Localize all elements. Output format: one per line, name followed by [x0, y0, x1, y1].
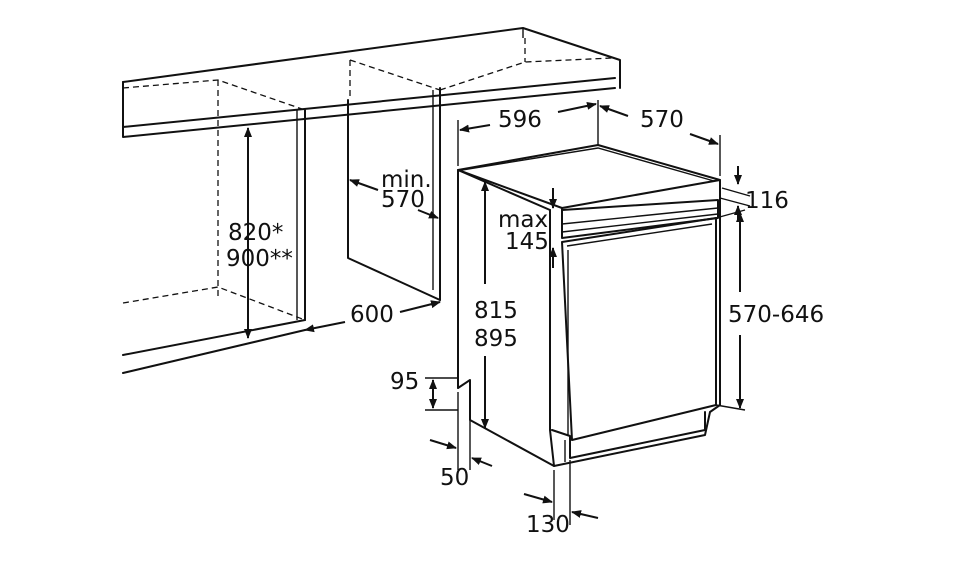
- label-foot-depth: 50: [440, 465, 469, 491]
- control-panel: [561, 199, 719, 239]
- plinth-base: [551, 411, 706, 462]
- label-plinth-depth: 130: [526, 512, 570, 538]
- label-width: 596: [498, 107, 542, 133]
- dimension-niche-depth: [349, 179, 439, 219]
- label-cabinet-height-1: 820*: [228, 220, 283, 246]
- label-height-2: 895: [474, 326, 518, 352]
- dimension-foot-height: [425, 377, 458, 411]
- label-height-1: 815: [474, 298, 518, 324]
- left-cabinet-side: [122, 109, 306, 374]
- label-panel-max: max: [498, 207, 548, 233]
- dimension-foot-depth: [429, 392, 493, 470]
- niche-back-panel: [347, 87, 441, 301]
- dimension-door-height: [715, 209, 746, 411]
- dimension-niche-width: [304, 300, 441, 333]
- dimension-plinth-depth: [523, 460, 599, 525]
- label-top-offset: 116: [745, 188, 789, 214]
- label-niche-depth-value: 570: [381, 187, 425, 213]
- label-panel-max-value: 145: [505, 229, 549, 255]
- label-foot-height: 95: [390, 369, 419, 395]
- label-niche-depth-min: min.: [381, 167, 432, 193]
- niche-hidden-lines: [122, 38, 613, 321]
- label-depth: 570: [640, 107, 684, 133]
- dimension-labels: 820* 900** min. 570 600 596 570 116 max …: [226, 107, 824, 538]
- label-door-height: 570-646: [728, 302, 824, 328]
- dishwasher-door: [561, 217, 717, 441]
- dimension-depth: [599, 105, 721, 176]
- label-niche-width: 600: [350, 302, 394, 328]
- label-cabinet-height-2: 900**: [226, 246, 293, 272]
- dimension-width: [457, 100, 599, 166]
- countertop: [122, 27, 621, 138]
